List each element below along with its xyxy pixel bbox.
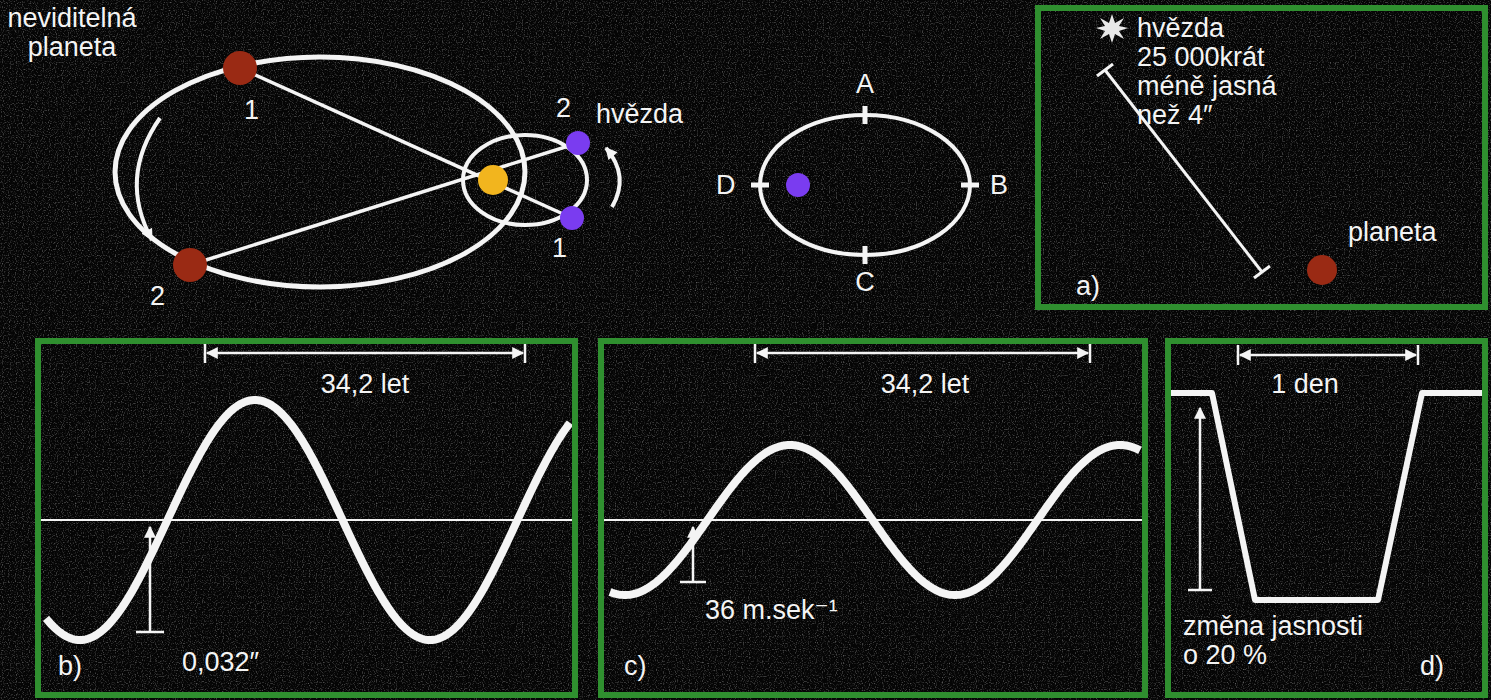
amplitude-arrow	[149, 527, 152, 632]
planet-label: planeta	[1348, 218, 1437, 247]
duration-tick	[1237, 345, 1240, 365]
star-dot	[786, 173, 810, 197]
panel-letter: a)	[1076, 272, 1100, 301]
orbit-point: B	[990, 171, 1008, 200]
astrometric-wave	[46, 400, 570, 640]
amplitude-label: 0,032″	[182, 648, 259, 677]
position-number: 2	[150, 282, 165, 311]
position-number: 1	[244, 96, 259, 125]
planet-dot	[1307, 255, 1337, 285]
position-number: 1	[552, 234, 567, 263]
duration-label: 1 den	[1271, 370, 1339, 399]
barycentre	[478, 165, 508, 195]
depth-arrow	[1199, 408, 1202, 590]
amplitude-label: 36 m.sek⁻¹	[705, 596, 838, 625]
planet-caption: neviditelná planeta	[4, 4, 140, 62]
position-line	[190, 143, 578, 265]
period-tick	[204, 343, 207, 363]
panel-letter: c)	[624, 652, 647, 681]
orbit-tick	[961, 183, 979, 188]
position-number: 2	[556, 94, 571, 123]
figure-panel: 34,2 let 36 m.sek⁻¹ c)	[598, 338, 1148, 698]
orbit-point: D	[716, 171, 736, 200]
velocity-wave	[610, 445, 1140, 595]
period-tick	[1089, 343, 1092, 363]
orbit-point: C	[855, 268, 875, 297]
panel-letter: b)	[58, 652, 82, 681]
figure-panel: hvězda 25 000krát méně jasná než 4″ plane…	[1035, 5, 1488, 310]
star-symbol	[1096, 14, 1128, 43]
light-curve	[1171, 393, 1482, 600]
amplitude-tick	[136, 631, 164, 634]
apparent-orbit	[760, 115, 970, 255]
separation-tick	[1254, 266, 1270, 278]
orbit-tick	[863, 246, 868, 264]
planet-dot	[173, 248, 207, 282]
period-label: 34,2 let	[321, 370, 410, 399]
motion-arrow	[606, 148, 620, 207]
period-arrow	[207, 352, 523, 355]
period-tick	[524, 343, 527, 363]
brightness-note: hvězda 25 000krát méně jasná než 4″	[1137, 14, 1287, 130]
star-caption: hvězda	[596, 100, 683, 129]
period-label: 34,2 let	[881, 370, 970, 399]
orbit-tick	[751, 183, 769, 188]
star-dot	[560, 206, 584, 230]
duration-tick	[1417, 345, 1420, 365]
motion-arrow	[137, 118, 160, 240]
depth-tick	[1188, 589, 1212, 592]
duration-arrow	[1240, 354, 1416, 357]
orbit-tick	[863, 106, 868, 124]
period-arrow	[757, 352, 1088, 355]
orbit-point: A	[856, 70, 874, 99]
amplitude-tick	[680, 581, 706, 584]
baseline	[41, 519, 572, 521]
brightness-change-label: změna jasnosti o 20 %	[1183, 612, 1393, 670]
panel-letter: d)	[1420, 652, 1444, 681]
figure-panel: 34,2 let 0,032″ b)	[35, 338, 578, 698]
separation-tick	[1097, 64, 1113, 76]
planet-dot	[223, 51, 257, 85]
star-dot	[566, 131, 590, 155]
figure-panel: 1 den změna jasnosti o 20 % d)	[1165, 338, 1488, 698]
period-tick	[754, 343, 757, 363]
